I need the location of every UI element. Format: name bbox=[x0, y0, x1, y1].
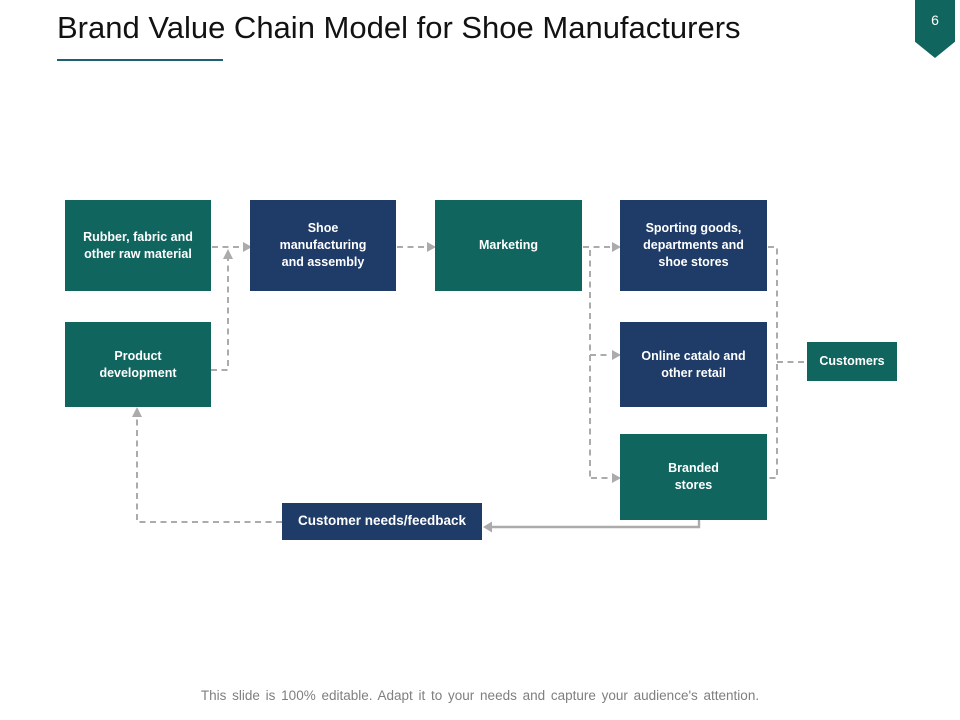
footer-note: This slide is 100% editable. Adapt it to… bbox=[200, 688, 760, 703]
box-branded-stores-label: Branded stores bbox=[668, 461, 719, 492]
box-sporting-goods: Sporting goods, departments and shoe sto… bbox=[620, 200, 767, 291]
box-product-development: Product development bbox=[65, 322, 211, 407]
connector-branded-to-feedback bbox=[491, 520, 701, 529]
arrow-up-icon bbox=[223, 249, 233, 259]
box-product-development-label: Product development bbox=[99, 348, 177, 380]
box-customer-feedback: Customer needs/feedback bbox=[282, 503, 482, 540]
arrow-left-icon bbox=[483, 521, 492, 533]
box-shoe-manufacturing: Shoe manufacturing and assembly bbox=[250, 200, 396, 291]
box-marketing-label: Marketing bbox=[478, 238, 539, 253]
connector-right-loop bbox=[768, 246, 778, 479]
connector-feedback-to-prodev bbox=[136, 416, 282, 523]
box-marketing: Marketing bbox=[435, 200, 582, 291]
box-branded-stores: Branded stores bbox=[620, 434, 767, 520]
box-online-catalog: Online catalo and other retail bbox=[620, 322, 767, 407]
page-title: Brand Value Chain Model for Shoe Manufac… bbox=[57, 10, 741, 45]
title-underline bbox=[57, 59, 223, 61]
box-online-catalog-label: Online catalo and other retail bbox=[641, 348, 746, 380]
box-customers-label: Customers bbox=[819, 354, 885, 369]
page-number-badge: 6 bbox=[915, 0, 955, 58]
box-customers: Customers bbox=[807, 342, 897, 381]
box-customer-feedback-label: Customer needs/feedback bbox=[297, 513, 467, 529]
connector-prodev-to-mfg bbox=[211, 258, 229, 371]
box-sporting-goods-label: Sporting goods, departments and shoe sto… bbox=[643, 221, 744, 269]
box-shoe-manufacturing-label: Shoe manufacturing and assembly bbox=[279, 221, 367, 269]
arrow-up-icon bbox=[132, 407, 142, 417]
box-raw-material-label: Rubber, fabric and other raw material bbox=[83, 229, 193, 261]
box-raw-material: Rubber, fabric and other raw material bbox=[65, 200, 211, 291]
